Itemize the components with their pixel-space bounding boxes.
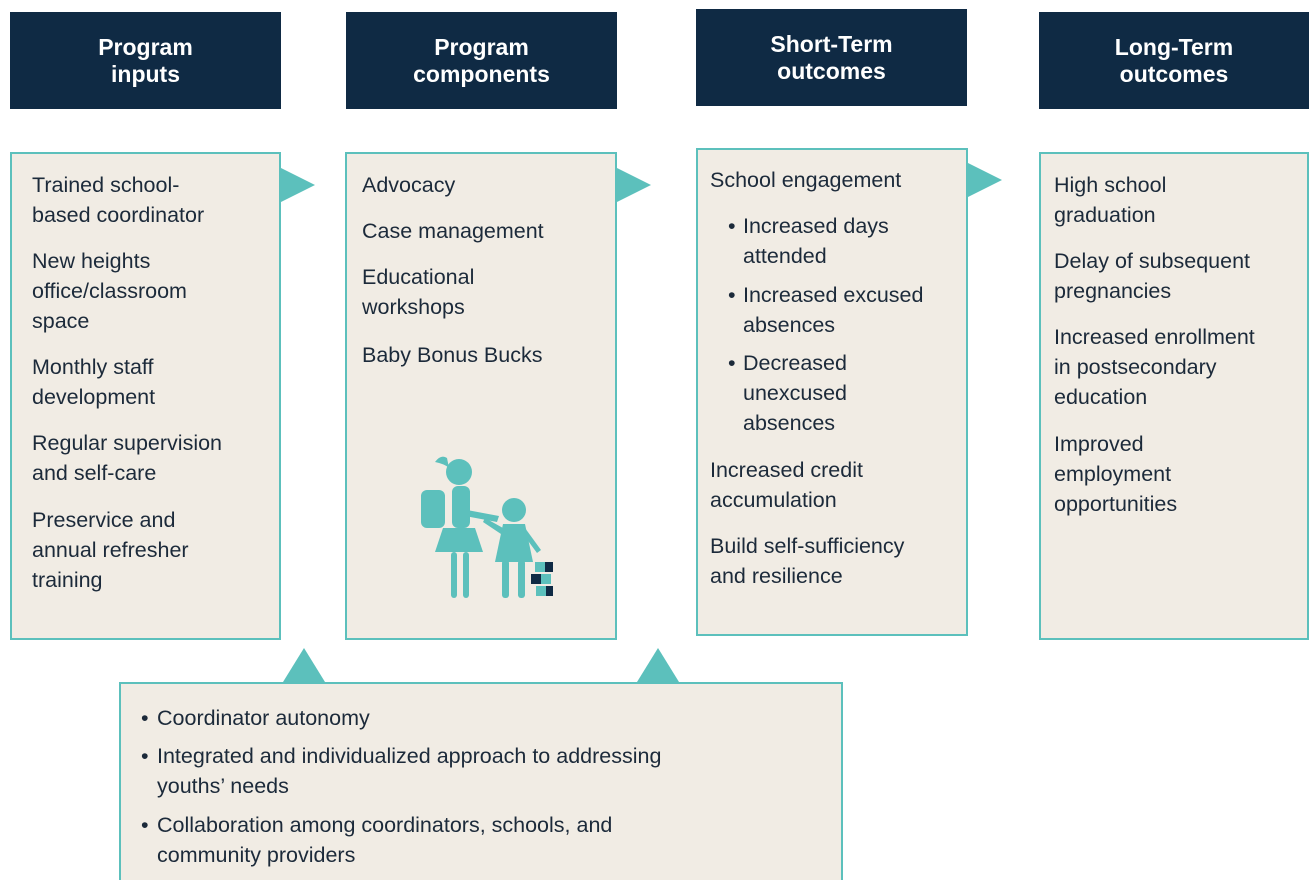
short-term-bullet: • <box>728 351 736 375</box>
component-item: Baby Bonus Bucks <box>362 343 543 367</box>
factor-bullet: • <box>141 706 149 730</box>
arrow-right-short-term-to-long-term <box>968 163 1002 197</box>
arrow-right-components-to-short-term <box>617 168 651 202</box>
key-factors-box: • Coordinator autonomy • Integrated and … <box>119 682 843 880</box>
factor-item: Integrated and individualized approach t… <box>157 744 662 798</box>
component-item: Case management <box>362 219 544 243</box>
factor-item: Collaboration among coordinators, school… <box>157 813 613 867</box>
arrow-up-factors-to-components <box>637 648 679 682</box>
short-term-bullet: • <box>728 283 736 307</box>
factor-item: Coordinator autonomy <box>157 706 370 730</box>
factor-bullet: • <box>141 744 149 768</box>
arrow-right-inputs-to-components <box>281 168 315 202</box>
short-term-heading: School engagement <box>710 168 902 192</box>
program-inputs-box: Trained school-based coordinator New hei… <box>10 152 281 640</box>
adult-child-blocks-icon <box>421 456 553 598</box>
factor-bullet: • <box>141 813 149 837</box>
short-term-bullet: • <box>728 214 736 238</box>
component-item: Advocacy <box>362 173 456 197</box>
input-item: Trained school-based coordinator <box>32 173 205 227</box>
arrow-up-factors-to-inputs <box>283 648 325 682</box>
